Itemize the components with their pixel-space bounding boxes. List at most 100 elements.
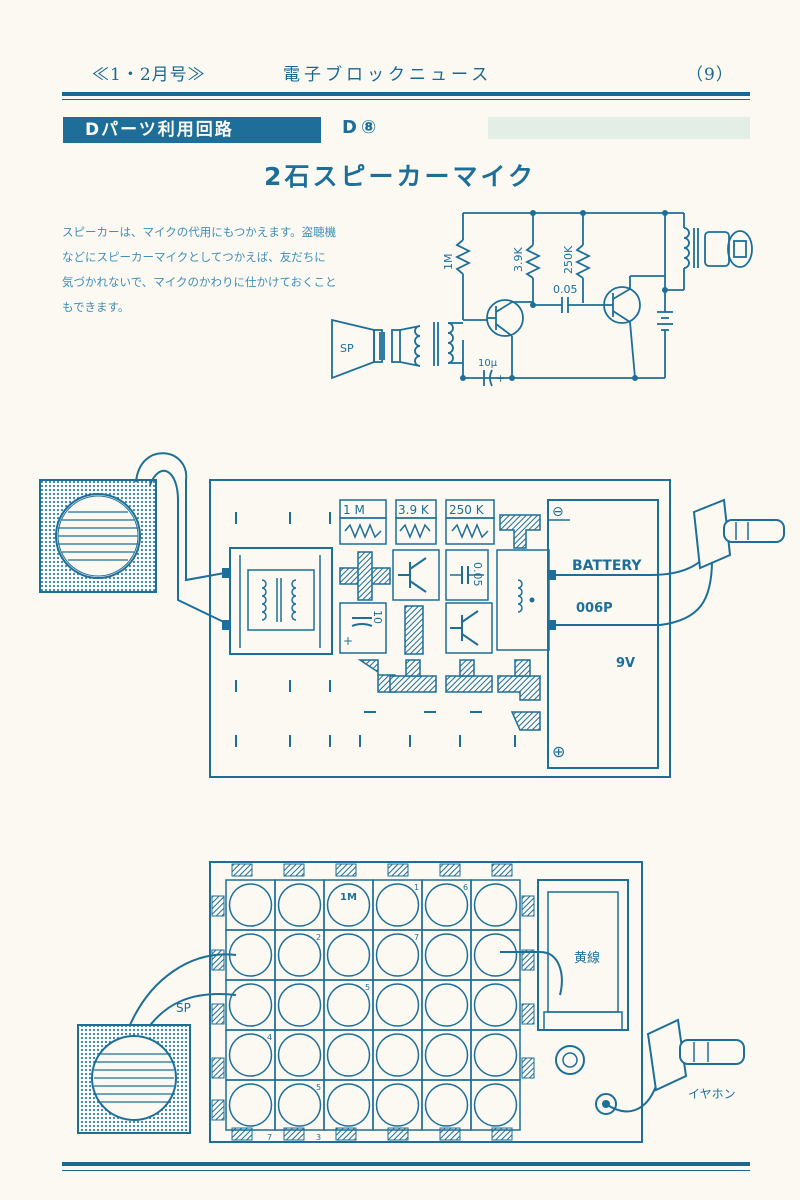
- schematic-junctions: [460, 210, 668, 381]
- schematic-r1-label: 1M: [442, 254, 455, 271]
- faded-heading-bar: [488, 117, 750, 139]
- board-cell: [323, 1079, 374, 1131]
- board-cell-number: 2: [316, 933, 321, 942]
- board-cell-socket: [326, 1083, 371, 1127]
- board-cell-number: 4: [267, 1033, 272, 1042]
- part-r1-label: 1 M: [343, 503, 365, 517]
- board-cell-number: 7: [414, 933, 419, 942]
- article-description: スピーカーは、マイクの代用にもつかえます。盗聴機などにスピーカーマイクとしてつか…: [62, 225, 337, 314]
- board-cell-socket: [277, 983, 322, 1027]
- footer-rule-thin: [62, 1170, 750, 1171]
- board-cell: [225, 979, 276, 1031]
- board-cell: [470, 979, 521, 1031]
- board-cell-socket: [375, 883, 420, 927]
- article-title: 2石スピーカーマイク: [264, 162, 536, 191]
- board-cell: [470, 879, 521, 931]
- part-cap-elec-label: 10: [371, 610, 384, 624]
- board-cell: [274, 979, 325, 1031]
- header-rule-thin: [62, 99, 750, 100]
- board-cell-socket: [277, 883, 322, 927]
- board-cell-socket: [375, 1083, 420, 1127]
- board-cell: [225, 879, 276, 931]
- battery-wire-label: 黄線: [574, 950, 600, 966]
- board-cell-number: 6: [463, 883, 468, 892]
- board-cell: [470, 1079, 521, 1131]
- board-cell-socket: [277, 933, 322, 977]
- battery-minus-icon: ⊖: [552, 504, 564, 520]
- section-badge: Dパーツ利用回路: [63, 117, 321, 143]
- part-r2-label: 3.9 K: [398, 503, 430, 517]
- board-cell: [225, 1079, 276, 1131]
- board-cell-socket: [277, 1083, 322, 1127]
- board-resistor-label: 1M: [340, 892, 357, 903]
- board-cell-number: 5: [365, 983, 370, 992]
- board-cell-socket: [375, 1033, 420, 1077]
- board-cell-number: 1: [414, 883, 419, 892]
- board-cell-socket: [375, 983, 420, 1027]
- board-cell-socket: [326, 933, 371, 977]
- layout-diagram: [39, 452, 785, 778]
- board-cell-socket: [473, 1083, 518, 1127]
- board-cell: [421, 929, 472, 981]
- page-number: （9）: [686, 65, 734, 85]
- board-cell-socket: [326, 983, 371, 1027]
- board-cell: [372, 1029, 423, 1081]
- schematic-cap1-label: 0.05: [553, 283, 578, 296]
- earphone-bottom-icon: [646, 1018, 688, 1092]
- board-cell: [470, 1029, 521, 1081]
- schematic-speaker-label: SP: [340, 342, 354, 355]
- schematic-cap2-plus: +: [496, 372, 505, 385]
- board-cell: [323, 929, 374, 981]
- board-speaker-label: SP: [176, 1001, 191, 1015]
- earphone-label: イヤホン: [688, 1087, 736, 1101]
- schematic-r2-label: 3.9K: [512, 247, 525, 272]
- board-cell: [274, 1029, 325, 1081]
- battery-voltage: 9V: [616, 656, 635, 671]
- board-cell-socket: [326, 883, 371, 927]
- board-cell-socket: [228, 883, 273, 927]
- board-cell-socket: [473, 983, 518, 1027]
- board-cell-number: 3: [316, 1133, 321, 1142]
- board-cell-number: 7: [267, 1133, 272, 1142]
- board-cell-socket: [228, 983, 273, 1027]
- board-cell-number: 5: [316, 1083, 321, 1092]
- battery-label: BATTERY: [572, 558, 642, 574]
- issue-label: ≪1・2月号≫: [92, 65, 206, 85]
- board-diagram: 4 7 2 5 3 5 1 7 6: [77, 861, 745, 1143]
- board-cell-socket: [424, 1033, 469, 1077]
- part-elec-plus: +: [343, 634, 353, 648]
- board-cell-socket: [228, 1083, 273, 1127]
- board-cell-socket: [375, 933, 420, 977]
- publication-title: 電子ブロックニュース: [283, 65, 493, 85]
- circuit-schematic: [331, 212, 753, 387]
- board-cell: [421, 1029, 472, 1081]
- board-cell-socket: [424, 933, 469, 977]
- header-rule-thick: [62, 92, 750, 96]
- part-cap-small-label: 0.05: [471, 562, 484, 587]
- board-cell: [323, 1029, 374, 1081]
- board-cell-socket: [473, 1033, 518, 1077]
- board-cell: [372, 1079, 423, 1131]
- board-cell-socket: [473, 883, 518, 927]
- schematic-cap2-label: 10μ: [478, 358, 498, 369]
- board-cell-socket: [424, 983, 469, 1027]
- board-cell-socket: [326, 1033, 371, 1077]
- board-cell-socket: [277, 1033, 322, 1077]
- board-cell-socket: [424, 883, 469, 927]
- part-r3-label: 250 K: [449, 503, 485, 517]
- battery-model: 006P: [576, 601, 613, 616]
- board-cell-socket: [473, 933, 518, 977]
- schematic-r3-label: 250K: [562, 245, 575, 274]
- footer-rule-thick: [62, 1162, 750, 1166]
- earphone-icon: [692, 498, 732, 570]
- board-cell: [274, 879, 325, 931]
- board-cell: [470, 929, 521, 981]
- section-code: D⑧: [342, 117, 381, 138]
- board-cell: [421, 979, 472, 1031]
- board-cell-socket: [228, 1033, 273, 1077]
- board-cell-socket: [424, 1083, 469, 1127]
- board-cell: [372, 979, 423, 1031]
- board-cell: [323, 879, 374, 931]
- board-cell: [421, 1079, 472, 1131]
